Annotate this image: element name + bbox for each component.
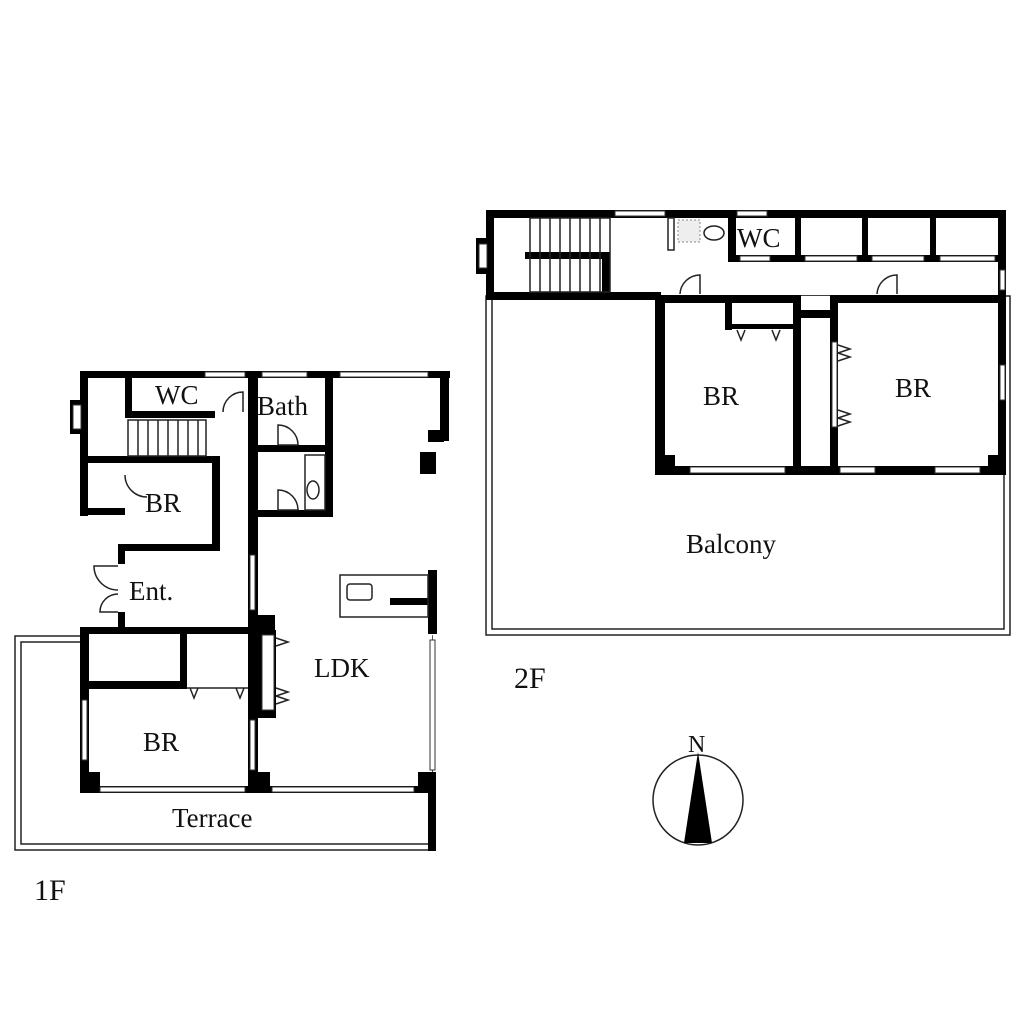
floor-1-doors	[93, 391, 299, 613]
toilet-icon	[703, 225, 725, 241]
room-label-terrace: Terrace	[172, 803, 253, 833]
shower-icon	[677, 219, 701, 243]
floor-label-2f: 2F	[514, 662, 546, 695]
room-label-bedroom-left-2f: BR	[703, 381, 739, 411]
floor-label-1f: 1F	[34, 874, 66, 907]
floor-2-fixtures	[667, 217, 725, 251]
kitchen-counter	[339, 574, 429, 618]
room-label-entrance: Ent.	[129, 576, 173, 606]
floor-1-windows	[81, 371, 436, 793]
room-label-bath: Bath	[257, 391, 308, 421]
floor-2-plan: WC BR BR Balcony 2F	[476, 210, 1011, 695]
compass-north-label: N	[688, 732, 705, 758]
floor-1-fixtures	[187, 454, 429, 711]
floor-2-stairs	[529, 217, 611, 293]
room-label-wc-2f: WC	[737, 223, 781, 253]
floor-2-windows	[614, 210, 1006, 474]
room-label-wc-1f: WC	[155, 380, 199, 410]
floor-1-plan: WC Bath BR Ent. LDK BR Terrace 1F	[14, 371, 450, 907]
room-label-ldk: LDK	[314, 653, 370, 683]
room-label-bedroom-lower-1f: BR	[143, 727, 179, 757]
floor-1-stairs	[127, 419, 207, 457]
north-compass-icon: N	[652, 732, 744, 846]
room-label-bedroom-upper-1f: BR	[145, 488, 181, 518]
sink-icon	[346, 583, 373, 601]
toilet-icon	[306, 480, 320, 500]
room-label-bedroom-right-2f: BR	[895, 373, 931, 403]
floor-2-doors	[679, 274, 898, 428]
room-label-balcony: Balcony	[686, 529, 776, 559]
